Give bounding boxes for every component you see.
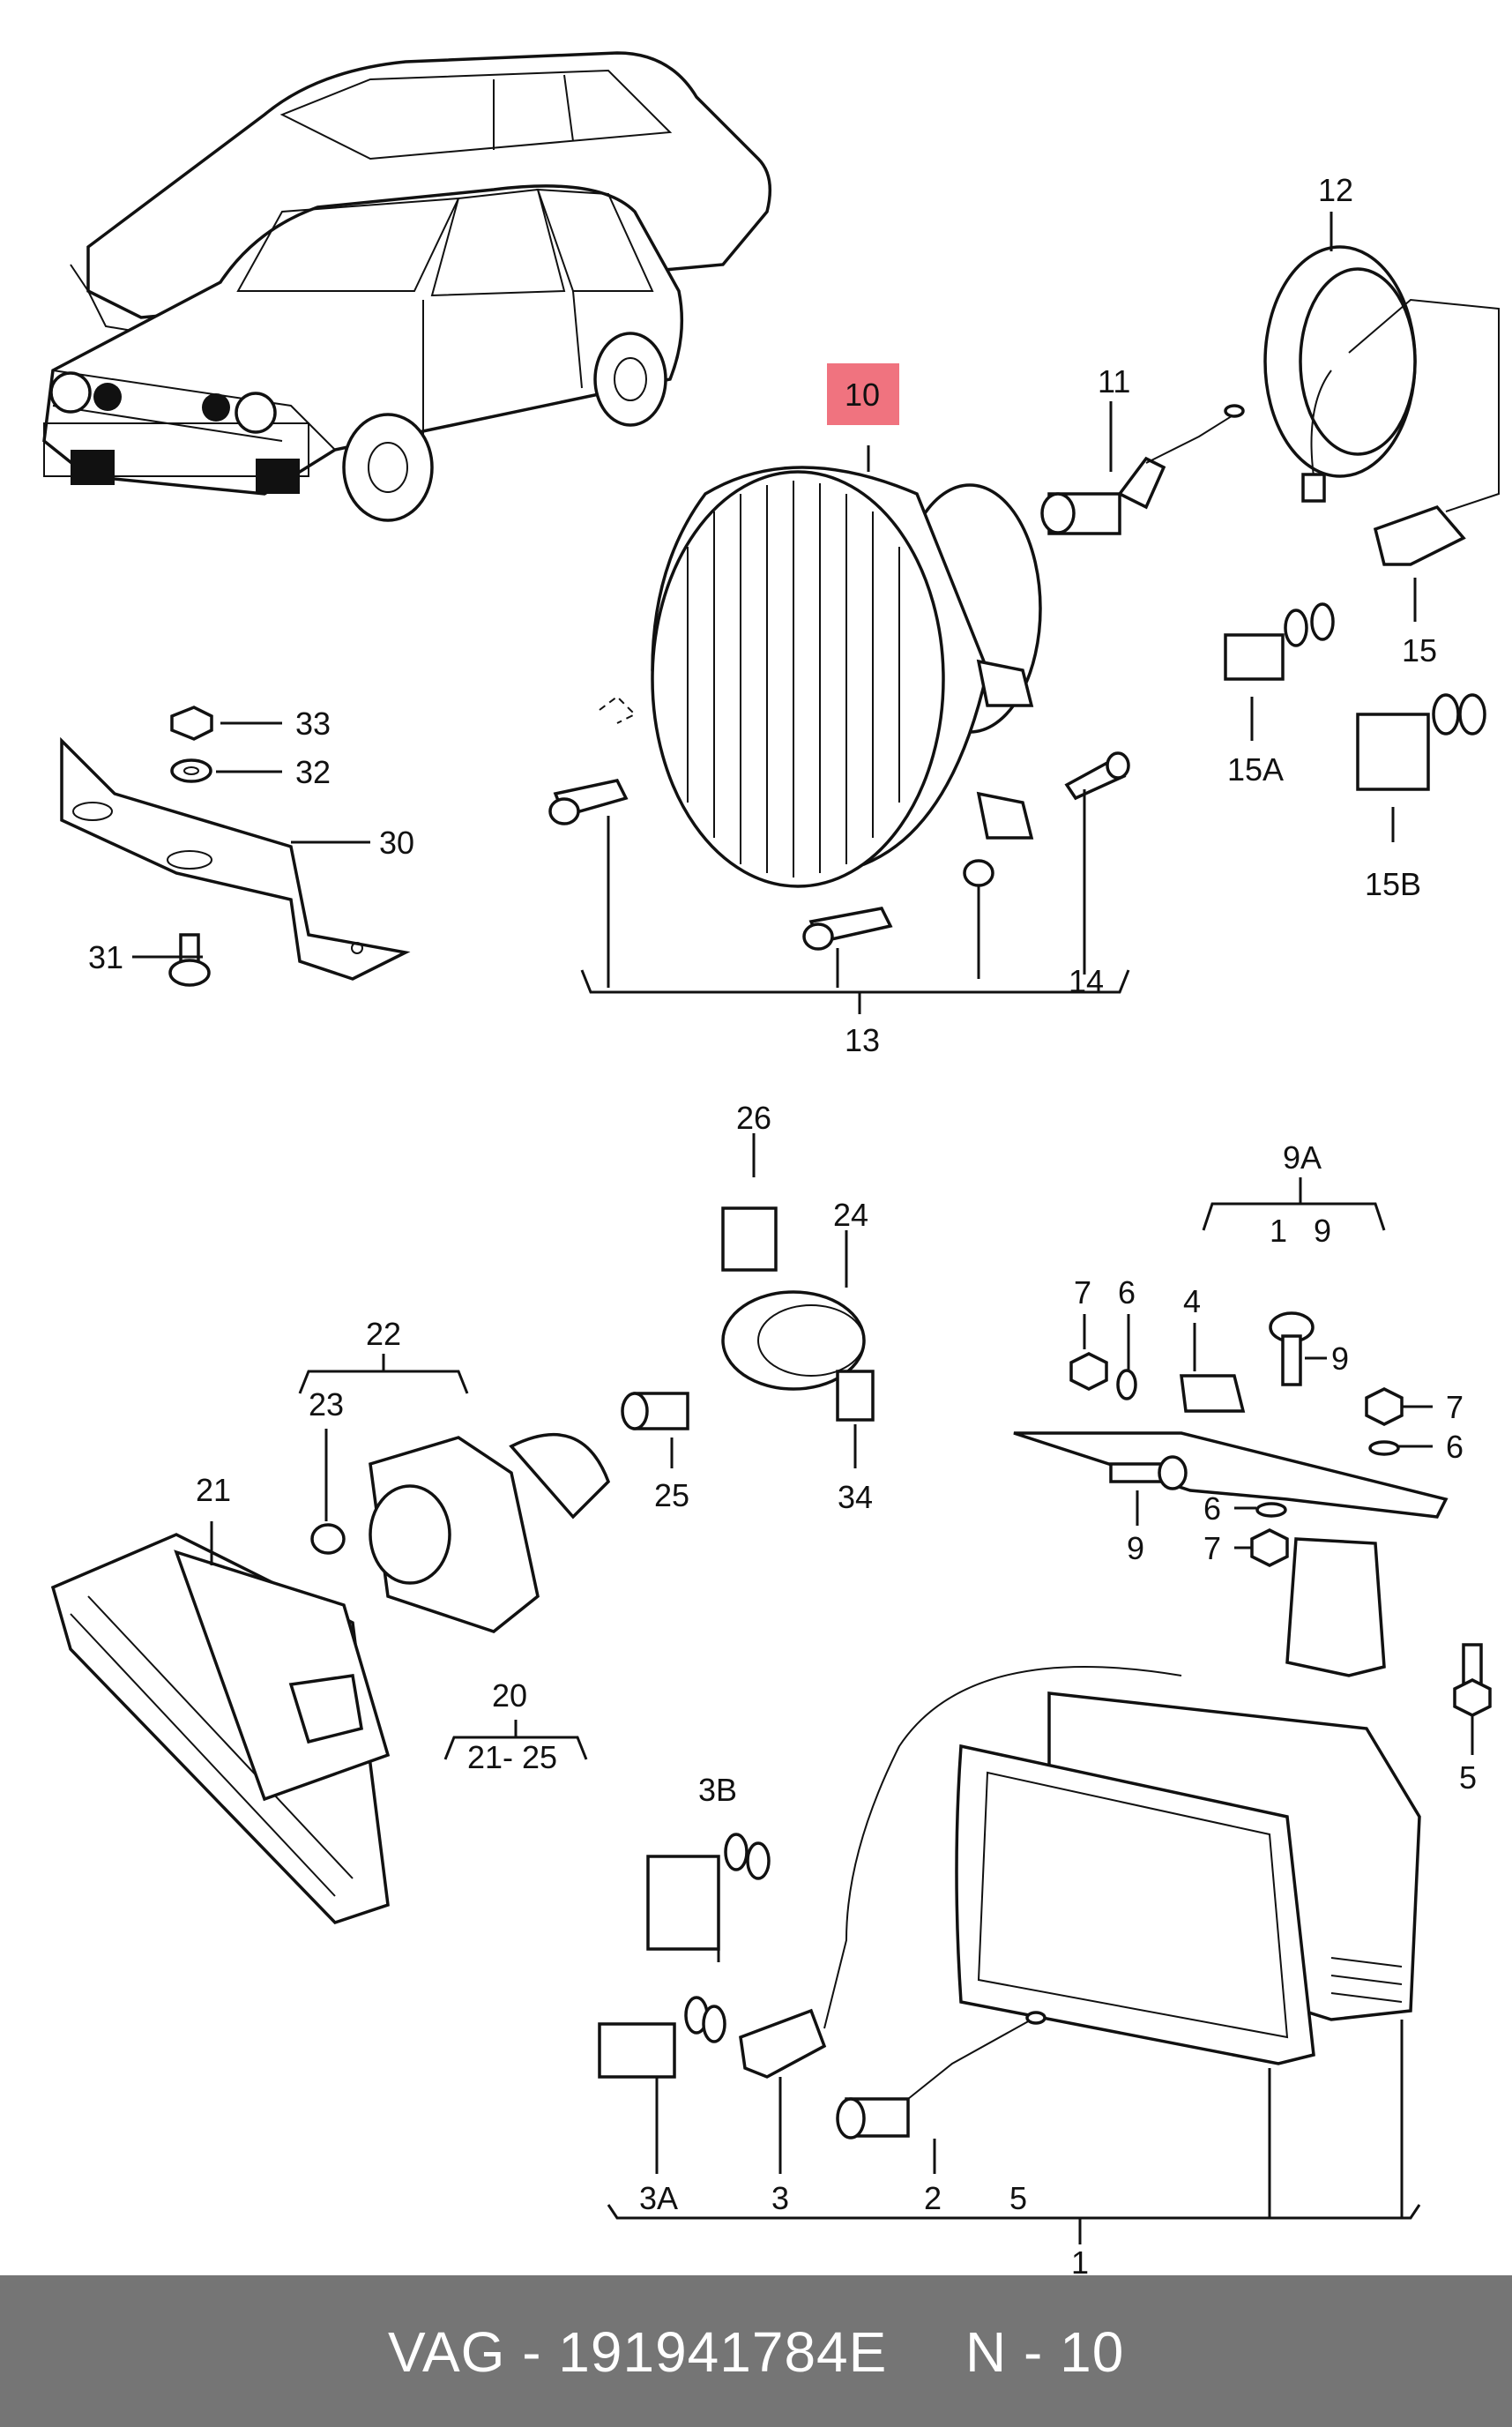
label-9a-items: 1 9 [1270,1213,1331,1249]
part-number-code: VAG - 191941784E [388,2320,888,2384]
connector-15b [1356,693,1486,791]
label-12: 12 [1318,172,1353,208]
bulb-socket-24 [721,1290,866,1391]
label-3a: 3A [639,2180,678,2216]
label-24: 24 [833,1197,868,1233]
label-7b: 7 [1446,1389,1464,1425]
lamp-adjuster-screws-13 [548,695,994,951]
lamp-lens-21 [50,1533,391,1925]
callout-labels: 33 32 30 31 10 11 12 15 15A 15B 14 13 26… [88,172,1477,2275]
label-5a: 5 [1459,1759,1477,1796]
label-33: 33 [295,706,331,742]
rectangular-lamp-1 [823,1537,1421,2065]
adjuster-23 [310,1523,346,1555]
connector-15 [1373,504,1466,566]
label-15b: 15B [1365,866,1421,902]
label-9b: 9 [1331,1340,1349,1377]
label-5b: 5 [1009,2180,1027,2216]
diagram-page-number: N - 10 [965,2320,1125,2384]
label-20-range: 21- 25 [467,1739,557,1775]
cover-cap-12 [1263,245,1500,512]
label-26: 26 [736,1100,771,1136]
round-lamp-10 [651,466,1042,888]
label-23: 23 [309,1386,344,1423]
label-10: 10 [845,377,880,413]
connector-15a [1224,602,1335,681]
reflector-housing-22 [369,1432,611,1633]
label-31: 31 [88,939,123,975]
label-3b: 3B [698,1772,737,1808]
nut-7 [1069,1352,1404,1567]
parts-diagram: 33 32 30 31 10 11 12 15 15A 15B 14 13 26… [42,51,1500,2275]
label-3: 3 [771,2180,789,2216]
label-4: 4 [1183,1283,1201,1319]
label-15: 15 [1402,632,1437,668]
bulb-25 [621,1392,689,1430]
label-13: 13 [845,1022,880,1058]
mounting-bracket-4 [1013,1374,1449,1519]
label-34: 34 [838,1479,873,1515]
bolt-5 [1453,1643,1492,1717]
mounting-bracket-30 [60,736,411,981]
washer-6 [1116,1369,1400,1518]
label-22: 22 [366,1316,401,1352]
label-14: 14 [1069,963,1104,999]
screw-14 [1064,751,1130,801]
label-25: 25 [654,1477,689,1513]
label-6c: 6 [1203,1490,1221,1527]
label-9a: 9A [1283,1139,1322,1176]
vehicle-illustration [42,51,772,522]
connector-3b [646,1833,771,1951]
label-30: 30 [379,825,414,861]
label-21: 21 [196,1472,231,1508]
label-32: 32 [295,754,331,790]
part-number-footer: VAG - 191941784E N - 10 [0,2275,1512,2427]
label-7c: 7 [1203,1530,1221,1566]
highlight-box-10 [827,363,899,425]
label-6b: 6 [1446,1429,1464,1465]
clip-34 [836,1370,875,1422]
connector-3 [739,2008,827,2079]
bolt-31 [168,933,211,987]
nut-33 [170,706,213,741]
connector-3a [598,1996,726,2079]
washer-32 [170,758,212,783]
label-20: 20 [492,1677,527,1714]
bulb-2 [836,2011,1046,2139]
label-11: 11 [1098,363,1130,400]
label-7a: 7 [1074,1274,1091,1311]
label-1: 1 [1071,2244,1089,2275]
bolt-9 [1109,1311,1315,1490]
label-2: 2 [924,2180,942,2216]
label-15a: 15A [1227,751,1284,788]
bulb-11 [1040,404,1245,535]
connector-26 [721,1206,778,1272]
leader-lines [132,212,1474,2244]
label-6a: 6 [1118,1274,1136,1311]
label-9c: 9 [1127,1530,1144,1566]
